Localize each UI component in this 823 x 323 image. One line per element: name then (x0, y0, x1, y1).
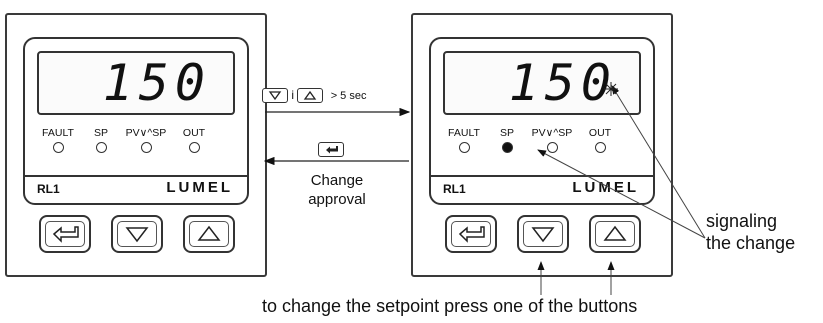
led-indicator (95, 142, 107, 153)
key-separator: i (291, 88, 295, 102)
display: 150 (443, 51, 641, 115)
led-sp: SP (80, 127, 122, 153)
brand-bar: RL1 LUMEL (431, 175, 653, 203)
display-value: 150 (508, 54, 617, 112)
controller-left: 150 FAULT SP PV∨^SP OUT RL1 LUMEL (5, 13, 267, 277)
up-button[interactable] (183, 215, 235, 253)
led-indicator-lit (501, 142, 513, 153)
signaling-label: signaling the change (706, 211, 796, 253)
model-label: RL1 (443, 182, 466, 196)
led-indicator (458, 142, 470, 153)
led-indicator (52, 142, 64, 153)
display: 150 (37, 51, 235, 115)
led-indicator (546, 142, 558, 153)
led-pv-sp: PV∨^SP (125, 127, 167, 153)
led-fault: FAULT (443, 127, 485, 153)
brand-logo: LUMEL (166, 179, 233, 196)
triangle-up-icon (603, 225, 627, 241)
footer-instruction: to change the setpoint press one of the … (262, 296, 638, 316)
down-button[interactable] (111, 215, 163, 253)
led-indicator (188, 142, 200, 153)
brand-bar: RL1 LUMEL (25, 175, 247, 203)
enter-icon (52, 226, 79, 243)
front-panel: 150 FAULT SP PV∨^SP OUT RL1 LUMEL (429, 37, 655, 205)
led-fault: FAULT (37, 127, 79, 153)
led-pv-sp: PV∨^SP (531, 127, 573, 153)
down-button[interactable] (517, 215, 569, 253)
hold-duration: > 5 sec (330, 90, 367, 102)
display-value: 150 (102, 54, 211, 112)
triangle-down-icon (125, 227, 149, 243)
enter-keycap (318, 141, 344, 159)
led-row: FAULT SP PV∨^SP OUT (25, 127, 247, 161)
enter-button[interactable] (39, 215, 91, 253)
triangle-up-icon (197, 225, 221, 241)
hold-keys-label: i > 5 sec (262, 88, 367, 104)
triangle-down-icon (531, 227, 555, 243)
brand-logo: LUMEL (572, 179, 639, 196)
led-indicator (140, 142, 152, 153)
led-indicator (594, 142, 606, 153)
led-sp: SP (486, 127, 528, 153)
enter-icon (458, 226, 485, 243)
model-label: RL1 (37, 182, 60, 196)
up-button[interactable] (589, 215, 641, 253)
led-out: OUT (579, 127, 621, 153)
front-panel: 150 FAULT SP PV∨^SP OUT RL1 LUMEL (23, 37, 249, 205)
led-out: OUT (173, 127, 215, 153)
enter-icon (318, 142, 344, 158)
led-row: FAULT SP PV∨^SP OUT (431, 127, 653, 161)
triangle-down-icon (262, 88, 288, 104)
change-approval-label: Change approval (308, 172, 366, 208)
triangle-up-icon (297, 88, 324, 104)
controller-right: 150 FAULT SP PV∨^SP OUT RL1 LUMEL (411, 13, 673, 277)
enter-button[interactable] (445, 215, 497, 253)
